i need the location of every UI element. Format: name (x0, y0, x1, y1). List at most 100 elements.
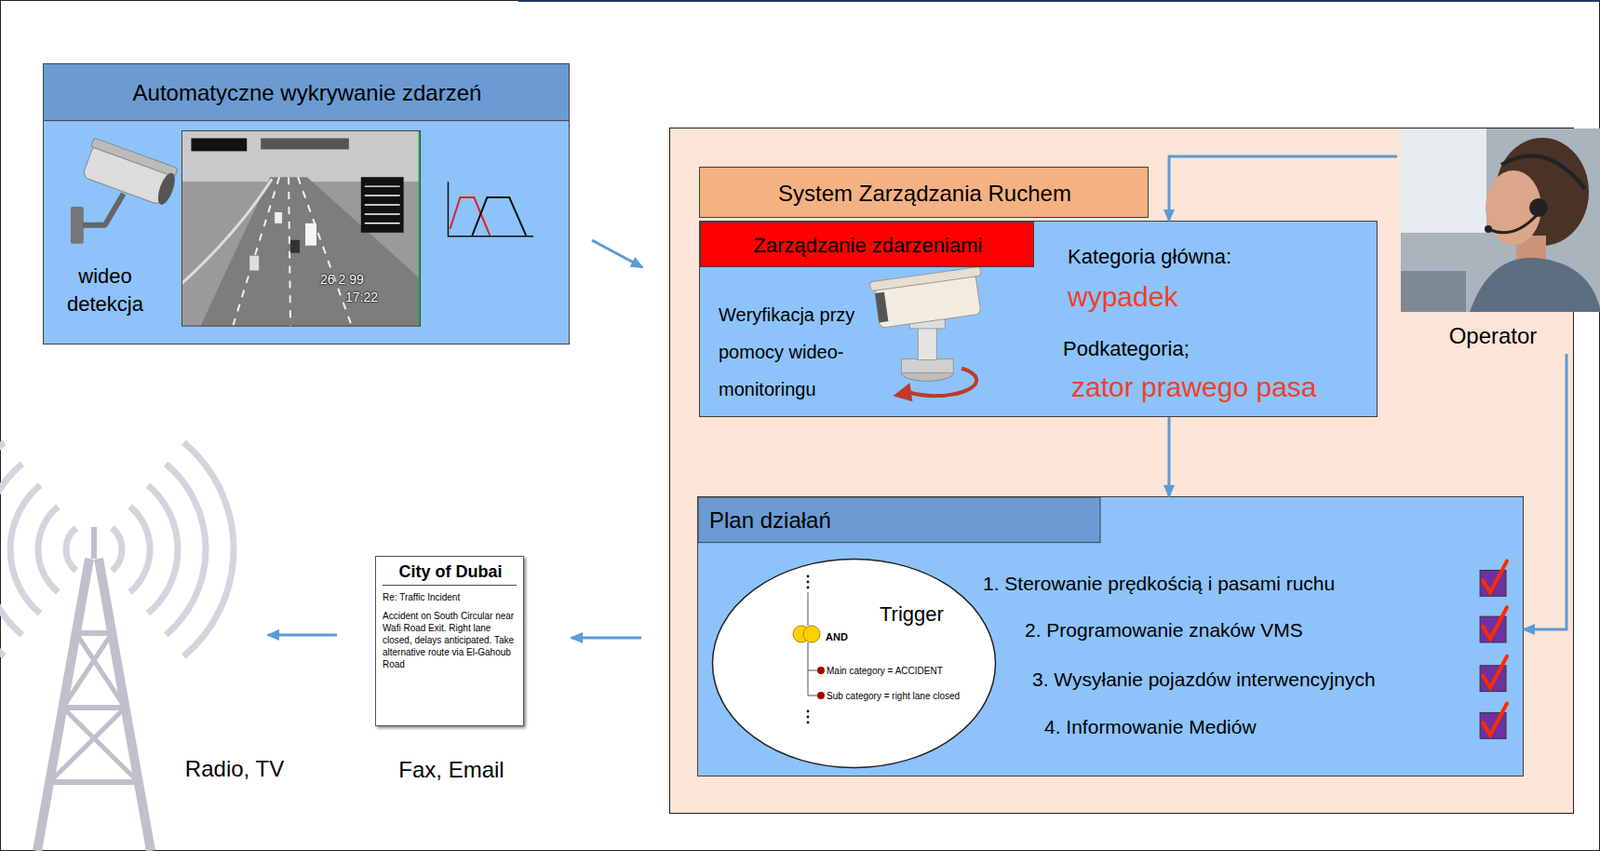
document-subject: Re: Traffic Incident (382, 591, 519, 604)
document-rule (382, 584, 517, 586)
rule-tree (806, 710, 810, 713)
video-frame (249, 255, 259, 271)
action-plan-box: Plan działań 1. Sterowanie prędkością i p… (697, 496, 1524, 777)
radio-waves (130, 506, 150, 592)
video-frame (364, 213, 401, 215)
video-frame (181, 131, 420, 327)
condition: Main category = ACCIDENT (826, 664, 943, 677)
field-value: wypadek (1067, 279, 1178, 315)
tower-mast (49, 632, 139, 782)
incident-box: Weryfikacja przy pomocy wideo-monitoring… (699, 220, 1378, 417)
video-timestamp: 26 2 99 (320, 270, 364, 288)
trigger-ellipse (711, 557, 997, 769)
radio-waves (0, 463, 23, 635)
radio-tower: Radio, TV (10, 454, 262, 851)
video-frame (361, 176, 404, 233)
checkbox (1482, 656, 1507, 688)
action-item: 1. Sterowanie prędkością i pasami ruchu (982, 570, 1335, 597)
tower-mast (37, 558, 151, 851)
video-frame (200, 176, 420, 326)
video-timestamp: 17:22 (345, 288, 378, 306)
radio-waves (0, 442, 234, 657)
ptz-camera (917, 324, 937, 361)
checkbox (1479, 561, 1507, 740)
radio-waves (0, 442, 5, 657)
panel-heading: Automatyczne wykrywanie zdarzeń (43, 64, 571, 122)
video-frame (364, 185, 401, 187)
video-frame (297, 176, 352, 326)
panel-header (43, 120, 569, 122)
flow-arrow (1523, 353, 1567, 630)
radio-waves (183, 442, 234, 657)
operator-photo (1400, 128, 1600, 352)
checkbox (1482, 561, 1507, 593)
ptz-camera (900, 359, 954, 374)
radio-tower (10, 454, 262, 851)
operator-photo (1400, 128, 1487, 233)
rule-tree (807, 642, 818, 696)
rotation-arrow (892, 367, 977, 402)
flow-arrow (268, 633, 337, 637)
camera-icon (154, 170, 178, 206)
channel-caption: Radio, TV (178, 754, 291, 783)
tower-mast (91, 526, 97, 559)
rule-tree (817, 666, 825, 674)
tower-mast (37, 526, 151, 851)
ellipse-outline (712, 559, 996, 768)
logic-gate-label: AND (825, 630, 848, 644)
detection-panel: Automatyczne wykrywanie zdarzeń wideo det… (42, 63, 570, 345)
rule-tree (806, 580, 810, 584)
rule-tree (803, 625, 821, 643)
rotation-arrow (892, 382, 913, 402)
radio-waves (147, 484, 178, 614)
action-item: 2. Programowanie znaków VMS (1024, 617, 1304, 644)
fuzzy-graph (471, 197, 526, 236)
video-frame (290, 240, 300, 254)
operator-photo (1400, 128, 1600, 312)
video-frame (364, 194, 401, 196)
tab-title: Plan działań (709, 497, 832, 543)
trigger-title: Trigger (879, 601, 944, 628)
flow-arrow (1168, 416, 1171, 497)
video-frame (181, 131, 420, 327)
incident-tab: Zarządzanie zdarzeniami (699, 221, 1035, 268)
video-frame (232, 176, 280, 326)
operator-photo (1400, 270, 1466, 312)
plan-tab (698, 497, 1101, 543)
video-frame (190, 137, 247, 151)
flow-arrow (1169, 156, 1398, 221)
camera-icon (91, 137, 178, 177)
rule-tree (793, 575, 825, 725)
operator-photo (1490, 215, 1537, 233)
operator-photo: Operator (1400, 128, 1600, 352)
field-name: Kategoria główna: (1067, 242, 1232, 271)
action-item: 4. Informowanie Mediów (1044, 713, 1257, 740)
document-rule (382, 584, 517, 586)
field-value: zator prawego pasa (1071, 369, 1318, 405)
video-frame (181, 131, 420, 327)
ptz-camera (869, 266, 987, 381)
rule-tree (817, 691, 825, 700)
operator-caption: Operator (1400, 322, 1586, 350)
fuzzy-graph (447, 181, 534, 237)
rule-tree (806, 575, 810, 579)
tower-mast (49, 632, 139, 782)
operator-photo (1529, 198, 1548, 217)
box-title: System Zarządzania Ruchem (699, 167, 1150, 219)
rule-tree (806, 586, 810, 590)
camera-icon (70, 137, 181, 244)
video-frame (364, 203, 401, 205)
checkbox (1482, 703, 1507, 736)
document-title: City of Dubai (376, 560, 525, 583)
verification-note: Weryfikacja przy pomocy wideo-monitoring… (718, 295, 870, 408)
operator-photo (1469, 257, 1600, 312)
camera-caption: wideo detekcja (58, 262, 152, 319)
camera-icon (70, 206, 84, 244)
fuzzy-graph (447, 181, 534, 237)
management-panel: OperatorSystem Zarządzania Ruchem Weryfi… (669, 127, 1574, 814)
rule-tree (806, 721, 810, 725)
